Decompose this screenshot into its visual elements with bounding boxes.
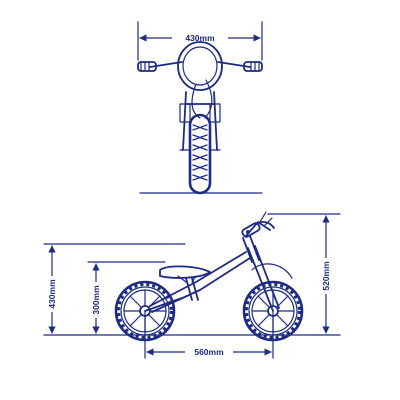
front-wheel-front-view: [188, 113, 212, 195]
seat-height-label: 300mm: [91, 285, 101, 315]
wheelbase-label: 560mm: [194, 347, 224, 357]
handlebar-height-label: 520mm: [321, 261, 331, 291]
right-grip: [243, 61, 263, 72]
side-view: 430mm 300mm 520mm 560mm: [43, 211, 341, 359]
handlebar-width-label: 430mm: [185, 33, 215, 43]
max-height-label: 430mm: [47, 279, 57, 309]
number-plate: [177, 41, 223, 91]
rear-wheel: [114, 280, 176, 342]
bike-frame: [144, 235, 293, 313]
front-fork: [179, 91, 221, 151]
front-handlebar: [137, 61, 263, 72]
side-handlebar: [241, 211, 275, 238]
saddle: [159, 265, 211, 283]
max-height-dimension: 430mm: [43, 243, 186, 334]
left-grip: [137, 61, 157, 72]
handlebar-height-dimension: 520mm: [267, 213, 341, 334]
seat-height-dimension: 300mm: [87, 261, 166, 334]
handlebar-width-dimension: 430mm: [137, 21, 263, 61]
front-view: 430mm: [137, 21, 263, 195]
front-wheel: [242, 280, 304, 342]
